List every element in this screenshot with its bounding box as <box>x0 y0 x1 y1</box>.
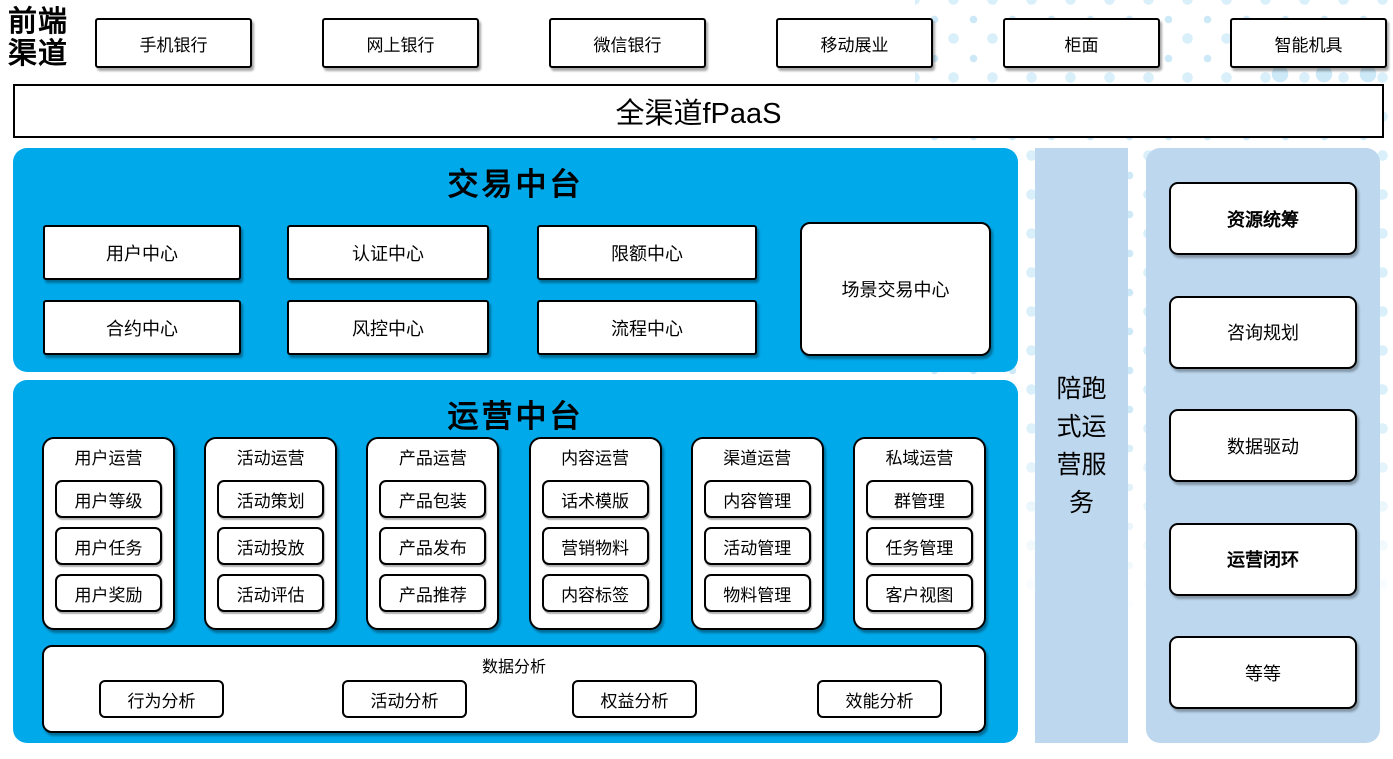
channel-box-smart-machines: 智能机具 <box>1230 18 1387 68</box>
operations-platform-section: 运营中台 用户运营 用户等级 用户任务 用户奖励 活动运营 活动策划 活动投放 … <box>13 380 1018 743</box>
channel-box-online-banking: 网上银行 <box>322 18 479 68</box>
service-box-operation-closed-loop: 运营闭环 <box>1169 522 1357 596</box>
service-box-data-driven: 数据驱动 <box>1169 409 1357 482</box>
trade-box-user-center: 用户中心 <box>43 225 241 280</box>
ops-column-header: 产品运营 <box>398 449 467 468</box>
channel-row: 手机银行 网上银行 微信银行 移动展业 柜面 智能机具 <box>95 18 1387 68</box>
ops-item: 产品推荐 <box>379 574 487 612</box>
ops-item: 用户等级 <box>55 480 162 518</box>
accompany-operation-service-bar: 陪跑式运营服务 <box>1035 148 1128 743</box>
accompany-operation-service-label: 陪跑式运营服务 <box>1056 374 1107 517</box>
ops-item: 内容管理 <box>703 480 811 518</box>
trade-box-contract-center: 合约中心 <box>43 300 241 355</box>
ops-item: 活动策划 <box>217 480 325 518</box>
data-analysis-panel: 数据分析 行为分析 活动分析 权益分析 效能分析 <box>42 645 986 733</box>
service-box-resource-coordination: 资源统筹 <box>1169 182 1357 255</box>
fpaas-bar: 全渠道fPaaS <box>13 84 1384 138</box>
ops-item: 用户任务 <box>55 527 162 565</box>
service-box-etc: 等等 <box>1169 636 1357 709</box>
ops-item: 活动评估 <box>217 574 325 612</box>
analysis-item-behavior: 行为分析 <box>99 680 224 718</box>
ops-item: 活动投放 <box>217 527 325 565</box>
trade-box-limit-center: 限额中心 <box>537 225 757 280</box>
trade-box-auth-center: 认证中心 <box>287 225 489 280</box>
ops-columns: 用户运营 用户等级 用户任务 用户奖励 活动运营 活动策划 活动投放 活动评估 … <box>42 437 986 630</box>
analysis-item-activity: 活动分析 <box>342 680 467 718</box>
ops-item: 物料管理 <box>703 574 811 612</box>
ops-column-activity-ops: 活动运营 活动策划 活动投放 活动评估 <box>204 437 338 630</box>
channel-box-counter: 柜面 <box>1003 18 1160 68</box>
ops-item: 产品发布 <box>379 527 487 565</box>
ops-item: 用户奖励 <box>55 574 162 612</box>
ops-item: 任务管理 <box>865 527 973 565</box>
ops-column-product-ops: 产品运营 产品包装 产品发布 产品推荐 <box>366 437 500 630</box>
trade-box-scenario-trade-center: 场景交易中心 <box>800 222 991 356</box>
ops-item: 客户视图 <box>865 574 973 612</box>
trade-platform-section: 交易中台 用户中心 认证中心 限额中心 合约中心 风控中心 流程中心 场景交易中… <box>13 148 1018 372</box>
front-channel-label: 前端渠道 <box>8 6 69 70</box>
channel-box-mobile-sales: 移动展业 <box>776 18 933 68</box>
ops-item: 群管理 <box>865 480 973 518</box>
ops-column-header: 活动运营 <box>236 449 305 468</box>
channel-box-wechat-banking: 微信银行 <box>549 18 706 68</box>
analysis-item-efficiency: 效能分析 <box>817 680 942 718</box>
service-box-consulting-planning: 咨询规划 <box>1169 295 1357 369</box>
ops-column-header: 渠道运营 <box>723 449 792 468</box>
trade-box-process-center: 流程中心 <box>537 300 757 355</box>
channel-box-mobile-banking: 手机银行 <box>95 18 252 68</box>
ops-item: 活动管理 <box>703 527 811 565</box>
ops-item: 话术模版 <box>541 480 649 518</box>
data-analysis-title: 数据分析 <box>481 659 546 676</box>
ops-item: 内容标签 <box>541 574 649 612</box>
ops-column-user-ops: 用户运营 用户等级 用户任务 用户奖励 <box>42 437 175 630</box>
ops-column-header: 用户运营 <box>74 449 143 468</box>
ops-item: 产品包装 <box>379 480 487 518</box>
trade-section-title: 交易中台 <box>447 167 584 202</box>
analysis-item-rights: 权益分析 <box>572 680 697 718</box>
ops-section-title: 运营中台 <box>447 399 584 434</box>
ops-column-private-domain-ops: 私域运营 群管理 任务管理 客户视图 <box>852 437 986 630</box>
ops-column-header: 私域运营 <box>885 449 954 468</box>
ops-item: 营销物料 <box>541 527 649 565</box>
ops-column-content-ops: 内容运营 话术模版 营销物料 内容标签 <box>528 437 662 630</box>
trade-box-risk-center: 风控中心 <box>287 300 489 355</box>
ops-column-header: 内容运营 <box>561 449 630 468</box>
right-services-panel: 资源统筹 咨询规划 数据驱动 运营闭环 等等 <box>1146 148 1380 743</box>
ops-column-channel-ops: 渠道运营 内容管理 活动管理 物料管理 <box>690 437 824 630</box>
